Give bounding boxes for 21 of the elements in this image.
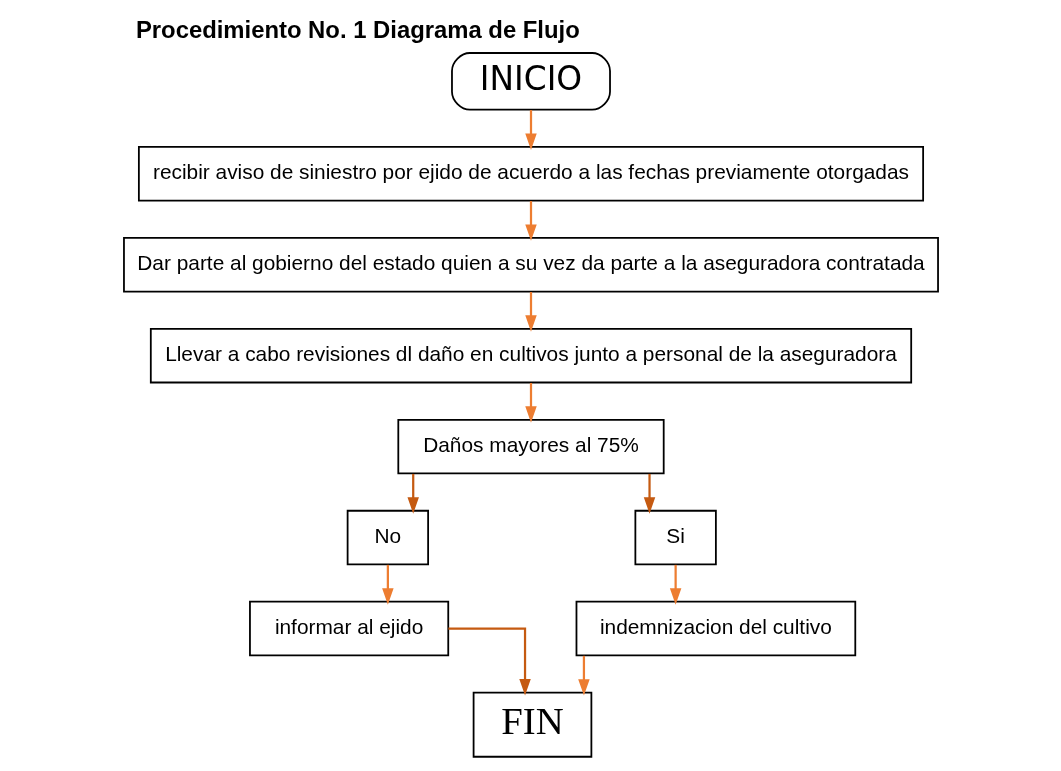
node-box: INICIO (450, 52, 611, 111)
node-box: informar al ejido (248, 600, 449, 657)
node-box: No (346, 509, 429, 566)
node-box: Daños mayores al 75% (396, 418, 665, 475)
arrow (406, 473, 419, 514)
node-box: Dar parte al gobierno del estado quien a su vez da parte a la aseguradora contratada (122, 237, 939, 293)
arrow (669, 564, 681, 605)
node-box: Si (633, 509, 717, 566)
arrow (577, 655, 590, 696)
arrow (643, 473, 655, 514)
arrow (524, 110, 537, 151)
node-box: indemnizacion del cultivo (575, 600, 856, 657)
node-box: FIN (472, 691, 592, 758)
node-box: recibir aviso de siniestro por ejido de acuerdo a las fechas previamente otorgadas (137, 146, 924, 202)
diagram-title: Procedimiento No. 1 Diagrama de Flujo (135, 15, 580, 43)
arrow (524, 292, 537, 332)
node-box: Llevar a cabo revisiones dl daño en cultivos junto a personal de la aseguradora (149, 327, 912, 384)
arrow (524, 382, 537, 423)
arrow (381, 564, 394, 605)
arrow (524, 201, 537, 241)
arrow (447, 627, 531, 696)
